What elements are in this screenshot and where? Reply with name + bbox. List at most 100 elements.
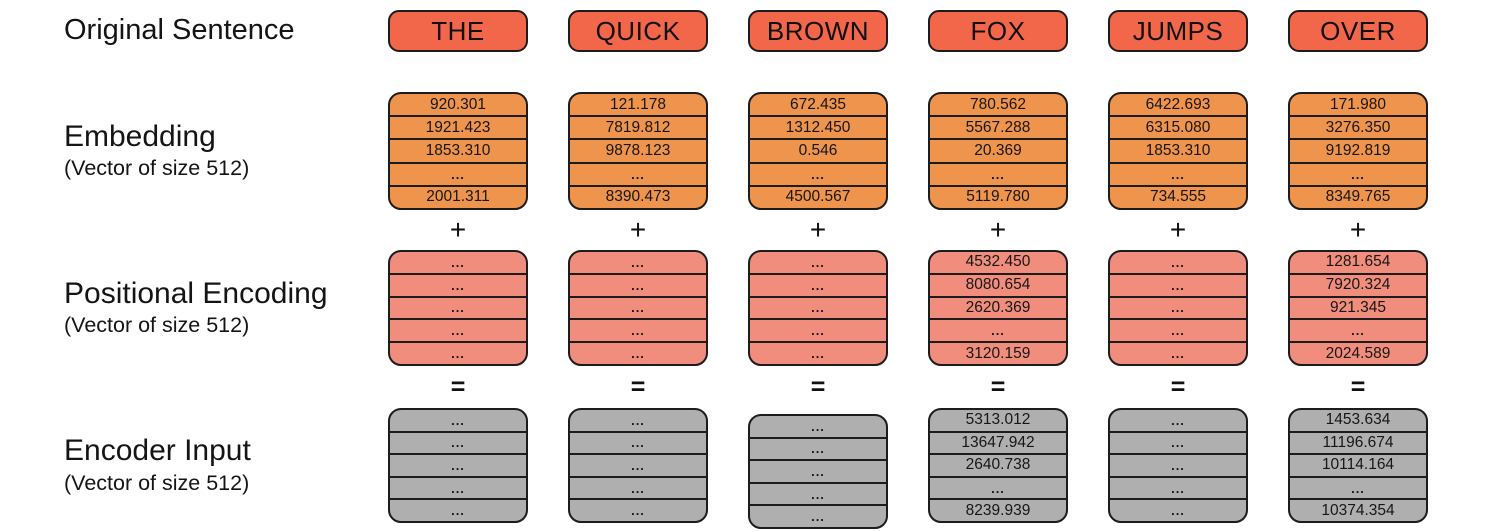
row-title: Encoder Input xyxy=(64,434,251,468)
ellipsis-cell: ... xyxy=(750,295,886,319)
equals-operator: = xyxy=(1170,372,1186,401)
word-box-jumps: JUMPS xyxy=(1108,10,1248,52)
value-cell: 1853.310 xyxy=(390,138,526,161)
row-title: Embedding xyxy=(64,119,216,153)
ellipsis-cell: ... xyxy=(930,475,1066,499)
ellipsis-cell: ... xyxy=(631,412,645,428)
ellipsis-cell: ... xyxy=(570,430,706,454)
ellipsis-cell: ... xyxy=(390,475,526,499)
value-cell: 4532.450 xyxy=(965,253,1031,271)
pos-vector-jumps: ............... xyxy=(1108,250,1248,366)
ellipsis-cell: ... xyxy=(750,272,886,296)
equals-slot-jumps: = xyxy=(1108,366,1248,408)
value-cell: 9878.123 xyxy=(570,138,706,161)
equals-slot-brown: = xyxy=(748,366,888,408)
ellipsis-cell: ... xyxy=(570,498,706,521)
value-cell: 20.369 xyxy=(930,138,1066,161)
value-cell: 2024.589 xyxy=(1290,341,1426,364)
plus-slot-jumps: + xyxy=(1108,210,1248,250)
label-spacer xyxy=(0,210,388,250)
value-cell: 921.345 xyxy=(1290,295,1426,319)
value-cell: 11196.674 xyxy=(1290,430,1426,454)
value-cell: 171.980 xyxy=(1329,95,1387,113)
value-cell: 8390.473 xyxy=(570,184,706,208)
value-cell: 8080.654 xyxy=(930,272,1066,296)
ellipsis-cell: ... xyxy=(750,436,886,460)
plus-slot-quick: + xyxy=(568,210,708,250)
ellipsis-cell: ... xyxy=(750,504,886,527)
equals-slot-quick: = xyxy=(568,366,708,408)
plus-slot-brown: + xyxy=(748,210,888,250)
ellipsis-cell: ... xyxy=(1110,475,1246,499)
word-box-brown: BROWN xyxy=(748,10,888,52)
word-label: OVER xyxy=(1320,15,1396,46)
pos-vector-brown: ............... xyxy=(748,250,888,366)
label-encoder-input: Encoder Input (Vector of size 512) xyxy=(0,408,388,523)
equals-slot-over: = xyxy=(1288,366,1428,408)
value-cell: 10114.164 xyxy=(1290,453,1426,476)
value-cell: 5119.780 xyxy=(930,184,1066,208)
plus-operator: + xyxy=(1169,214,1187,245)
ellipsis-cell: ... xyxy=(570,341,706,364)
ellipsis-cell: ... xyxy=(1110,161,1246,185)
word-label: THE xyxy=(431,15,485,46)
ellipsis-cell: ... xyxy=(1290,475,1426,499)
ellipsis-cell: ... xyxy=(570,475,706,499)
ellipsis-cell: ... xyxy=(390,498,526,521)
equals-operator: = xyxy=(810,372,826,401)
word-label: BROWN xyxy=(766,15,870,46)
value-cell: 13647.942 xyxy=(930,430,1066,454)
ellipsis-cell: ... xyxy=(1110,341,1246,364)
plus-operator: + xyxy=(629,214,647,245)
value-cell: 6315.080 xyxy=(1110,115,1246,138)
ellipsis-cell: ... xyxy=(570,272,706,296)
value-cell: 7920.324 xyxy=(1290,272,1426,296)
word-box-the: THE xyxy=(388,10,528,52)
ellipsis-cell: ... xyxy=(390,453,526,476)
row-embedding: Embedding (Vector of size 512) 920.301 19… xyxy=(0,92,1509,210)
ellipsis-cell: ... xyxy=(390,341,526,364)
label-embedding: Embedding (Vector of size 512) xyxy=(0,92,388,210)
ellipsis-cell: ... xyxy=(570,318,706,341)
ellipsis-cell: ... xyxy=(390,272,526,296)
ellipsis-cell: ... xyxy=(390,318,526,341)
ellipsis-cell: ... xyxy=(1110,430,1246,454)
value-cell: 5313.012 xyxy=(965,411,1031,429)
word-box-fox: FOX xyxy=(928,10,1068,52)
word-box-quick: QUICK xyxy=(568,10,708,52)
value-cell: 1921.423 xyxy=(390,115,526,138)
ellipsis-cell: ... xyxy=(811,254,825,270)
value-cell: 7819.812 xyxy=(570,115,706,138)
enc-vector-quick: ............... xyxy=(568,408,708,523)
label-positional-encoding: Positional Encoding (Vector of size 512) xyxy=(0,250,388,366)
value-cell: 1853.310 xyxy=(1110,138,1246,161)
row-encoder-input: Encoder Input (Vector of size 512) .....… xyxy=(0,408,1509,529)
value-cell: 920.301 xyxy=(429,95,487,113)
value-cell: 3120.159 xyxy=(930,341,1066,364)
value-cell: 1281.654 xyxy=(1325,253,1391,271)
label-original-sentence: Original Sentence xyxy=(0,10,388,52)
ellipsis-cell: ... xyxy=(1171,254,1185,270)
row-subtitle: (Vector of size 512) xyxy=(64,156,250,181)
ellipsis-cell: ... xyxy=(1110,318,1246,341)
value-cell: 9192.819 xyxy=(1290,138,1426,161)
ellipsis-cell: ... xyxy=(750,481,886,505)
ellipsis-cell: ... xyxy=(631,254,645,270)
row-title: Positional Encoding xyxy=(64,276,328,310)
ellipsis-cell: ... xyxy=(570,295,706,319)
row-title: Original Sentence xyxy=(64,14,295,47)
equals-operator: = xyxy=(990,372,1006,401)
ellipsis-cell: ... xyxy=(451,412,465,428)
value-cell: 3276.350 xyxy=(1290,115,1426,138)
label-spacer xyxy=(0,366,388,408)
ellipsis-cell: ... xyxy=(390,161,526,185)
equals-slot-fox: = xyxy=(928,366,1068,408)
